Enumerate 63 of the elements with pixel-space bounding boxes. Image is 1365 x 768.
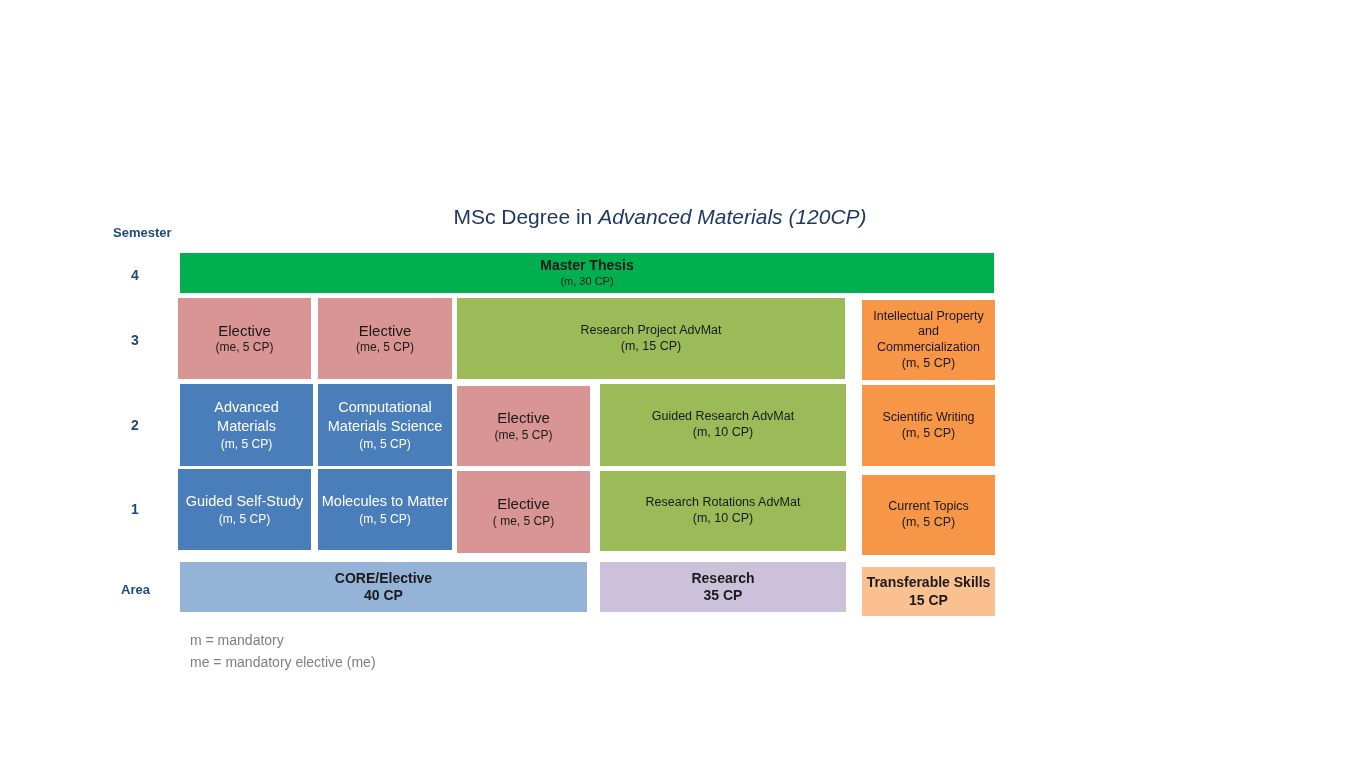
module-title: Master Thesis [540,257,634,275]
module-credits: (m, 5 CP) [220,436,273,452]
module-credits: 40 CP [364,587,403,605]
core-module-block [180,384,313,466]
module-credits: 35 CP [703,587,743,605]
semester-number: 1 [131,501,139,517]
elective-module-block [457,471,590,553]
diagram-title: MSc Degree in Advanced Materials (120CP) [452,205,868,229]
axis-title: Area [121,582,150,597]
module-title: CORE/Elective [334,569,433,587]
module-block [457,298,845,379]
thesis-block [180,253,994,293]
core-module-block [318,384,452,466]
module-title: Research Project AdvMat [580,322,722,339]
module-credits: (m, 5 CP) [359,436,411,452]
module-title: Molecules to Matter [321,491,449,511]
module-credits: (m, 10 CP) [692,425,754,441]
elective-module-block [457,386,590,466]
axis-title: Semester [113,225,172,240]
module-credits: 15 CP [909,591,948,609]
elective-module-block [318,298,452,379]
core-module-block [178,469,311,550]
note-text: me = mandatory elective (me) [190,654,376,670]
module-credits: (m, 5 CP) [218,512,271,528]
module-credits: ( me, 5 CP) [492,513,555,529]
module-block [862,300,995,380]
note-text: m = mandatory [190,632,284,648]
module-credits: (m, 10 CP) [692,511,754,527]
module-credits: (me, 5 CP) [356,340,414,356]
module-credits: (me, 5 CP) [215,340,274,356]
module-title: Elective [358,321,412,341]
module-title: Elective [218,321,271,341]
module-credits: (me, 5 CP) [494,427,553,443]
semester-number: 2 [131,417,139,433]
module-credits: (m, 5 CP) [901,425,956,442]
area-block [600,562,846,612]
area-block [180,562,587,612]
module-credits: (m, 5 CP) [901,355,956,372]
semester-number: 3 [131,332,139,348]
module-block [862,385,995,466]
area-block [862,567,995,616]
module-title: Elective [497,495,550,514]
module-title: Scientific Writing [882,409,975,426]
module-title: Elective [497,409,550,428]
module-block [600,471,846,551]
module-credits: (m, 5 CP) [901,515,956,531]
module-block [600,384,846,466]
module-title: Research Rotations AdvMat [645,495,801,511]
core-module-block [318,469,452,550]
module-block [862,475,995,555]
module-title: Guided Self-Study [185,491,304,511]
module-title: Intellectual Property and Commercialization [872,308,985,356]
module-title: Current Topics [888,499,969,515]
module-title: Transferable Skills [866,574,991,592]
module-title: Advanced Materials [213,398,280,435]
elective-module-block [178,298,311,379]
semester-number: 4 [131,267,139,283]
module-title: Guided Research AdvMat [651,409,795,425]
module-title: Research [691,569,755,587]
module-credits: (m, 5 CP) [359,512,411,528]
module-credits: (m, 30 CP) [560,274,614,289]
module-title: Computational Materials Science [326,398,444,435]
module-credits: (m, 15 CP) [620,338,682,355]
